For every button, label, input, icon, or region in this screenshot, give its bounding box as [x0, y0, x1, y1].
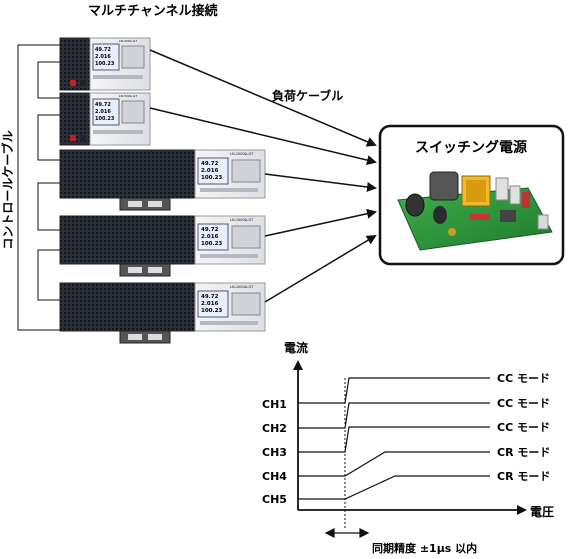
- switching-power-supply: スイッチング電源: [378, 124, 565, 266]
- unit-1-reading-3: 100.23: [95, 61, 115, 67]
- unit-1-reading-1: 49.72: [95, 47, 111, 53]
- unit-1-model: LN-300A-G7: [119, 39, 137, 43]
- channel-curves: [298, 377, 490, 500]
- unit-3-reading-3: 100.23: [201, 175, 222, 181]
- ch2-curve: [298, 402, 490, 429]
- control-cable-label-group: コントロールケーブル: [0, 130, 15, 249]
- unit-4-reading-1: 49.72: [201, 227, 219, 233]
- unit-5-reading-3: 100.23: [201, 308, 222, 314]
- load-cable-label: 負荷ケーブル: [272, 88, 343, 103]
- unit-4-model: LN-1000A-G7: [230, 218, 253, 222]
- heading: マルチチャンネル接続: [88, 3, 218, 19]
- y-axis-label: 電流: [284, 340, 308, 355]
- unit-2-display: [92, 98, 120, 126]
- unit-3-model: LN-1000A-G7: [230, 152, 253, 156]
- ch2-label: CH2: [262, 422, 287, 435]
- unit-5-reading-2: 2.016: [201, 301, 219, 307]
- load-unit-2[interactable]: 49.72 2.016 100.23 LN-300A-G7: [59, 92, 151, 146]
- x-axis-label: 電圧: [530, 505, 554, 519]
- load-unit-3[interactable]: 49.72 2.016 100.23 LN-1000A-G7: [59, 149, 266, 211]
- ch2-mode: CC モード: [497, 397, 550, 410]
- ch4-curve: [298, 451, 490, 477]
- pcb-icon: [397, 171, 553, 251]
- unit-2-reading-1: 49.72: [95, 102, 111, 108]
- unit-3-display: [197, 157, 229, 185]
- ch3-label: CH3: [262, 446, 287, 459]
- unit-2-reading-3: 100.23: [95, 116, 115, 122]
- control-cable-wiring: [17, 44, 60, 331]
- ch1-curve: [298, 377, 490, 404]
- unit-4-reading-2: 2.016: [201, 234, 219, 240]
- load-cable-arrows: [149, 49, 377, 303]
- ch5-label: CH5: [262, 493, 287, 506]
- ch3-curve: [298, 426, 490, 453]
- sync-note: 同期精度 ±1μs 以内: [372, 541, 477, 555]
- ch4-label: CH4: [262, 470, 287, 483]
- timing-graph: 電流 電圧 CH1 CH2 CH3 CH4 CH5 CC モード CC モード …: [262, 340, 554, 555]
- unit-1-reading-2: 2.016: [95, 54, 111, 60]
- control-cable-label: コントロールケーブル: [0, 130, 15, 249]
- unit-5-model: LN-1000A-G7: [230, 285, 253, 289]
- load-unit-5[interactable]: 49.72 2.016 100.23 LN-1000A-G7: [59, 282, 266, 344]
- load-unit-4[interactable]: 49.72 2.016 100.23 LN-1000A-G7: [59, 215, 266, 277]
- unit-1-display: [92, 43, 120, 71]
- unit-3-reading-2: 2.016: [201, 168, 219, 174]
- unit-5-display: [197, 290, 229, 318]
- ch4-mode: CR モード: [497, 446, 550, 459]
- unit-4-reading-3: 100.23: [201, 241, 222, 247]
- sync-arrow: [324, 528, 370, 538]
- unit-4-display: [197, 223, 229, 251]
- unit-2-reading-2: 2.016: [95, 109, 111, 115]
- ch5-curve: [298, 475, 490, 500]
- ch1-mode: CC モード: [497, 372, 550, 385]
- ch1-label: CH1: [262, 398, 287, 411]
- load-unit-1[interactable]: 49.72 2.016 100.23 LN-300A-G7: [59, 37, 151, 91]
- ch3-mode: CC モード: [497, 421, 550, 434]
- unit-5-reading-1: 49.72: [201, 294, 219, 300]
- ch5-mode: CR モード: [497, 470, 550, 483]
- unit-3-reading-1: 49.72: [201, 161, 219, 167]
- target-device-label: スイッチング電源: [415, 139, 527, 156]
- unit-2-model: LN-300A-G7: [119, 94, 137, 98]
